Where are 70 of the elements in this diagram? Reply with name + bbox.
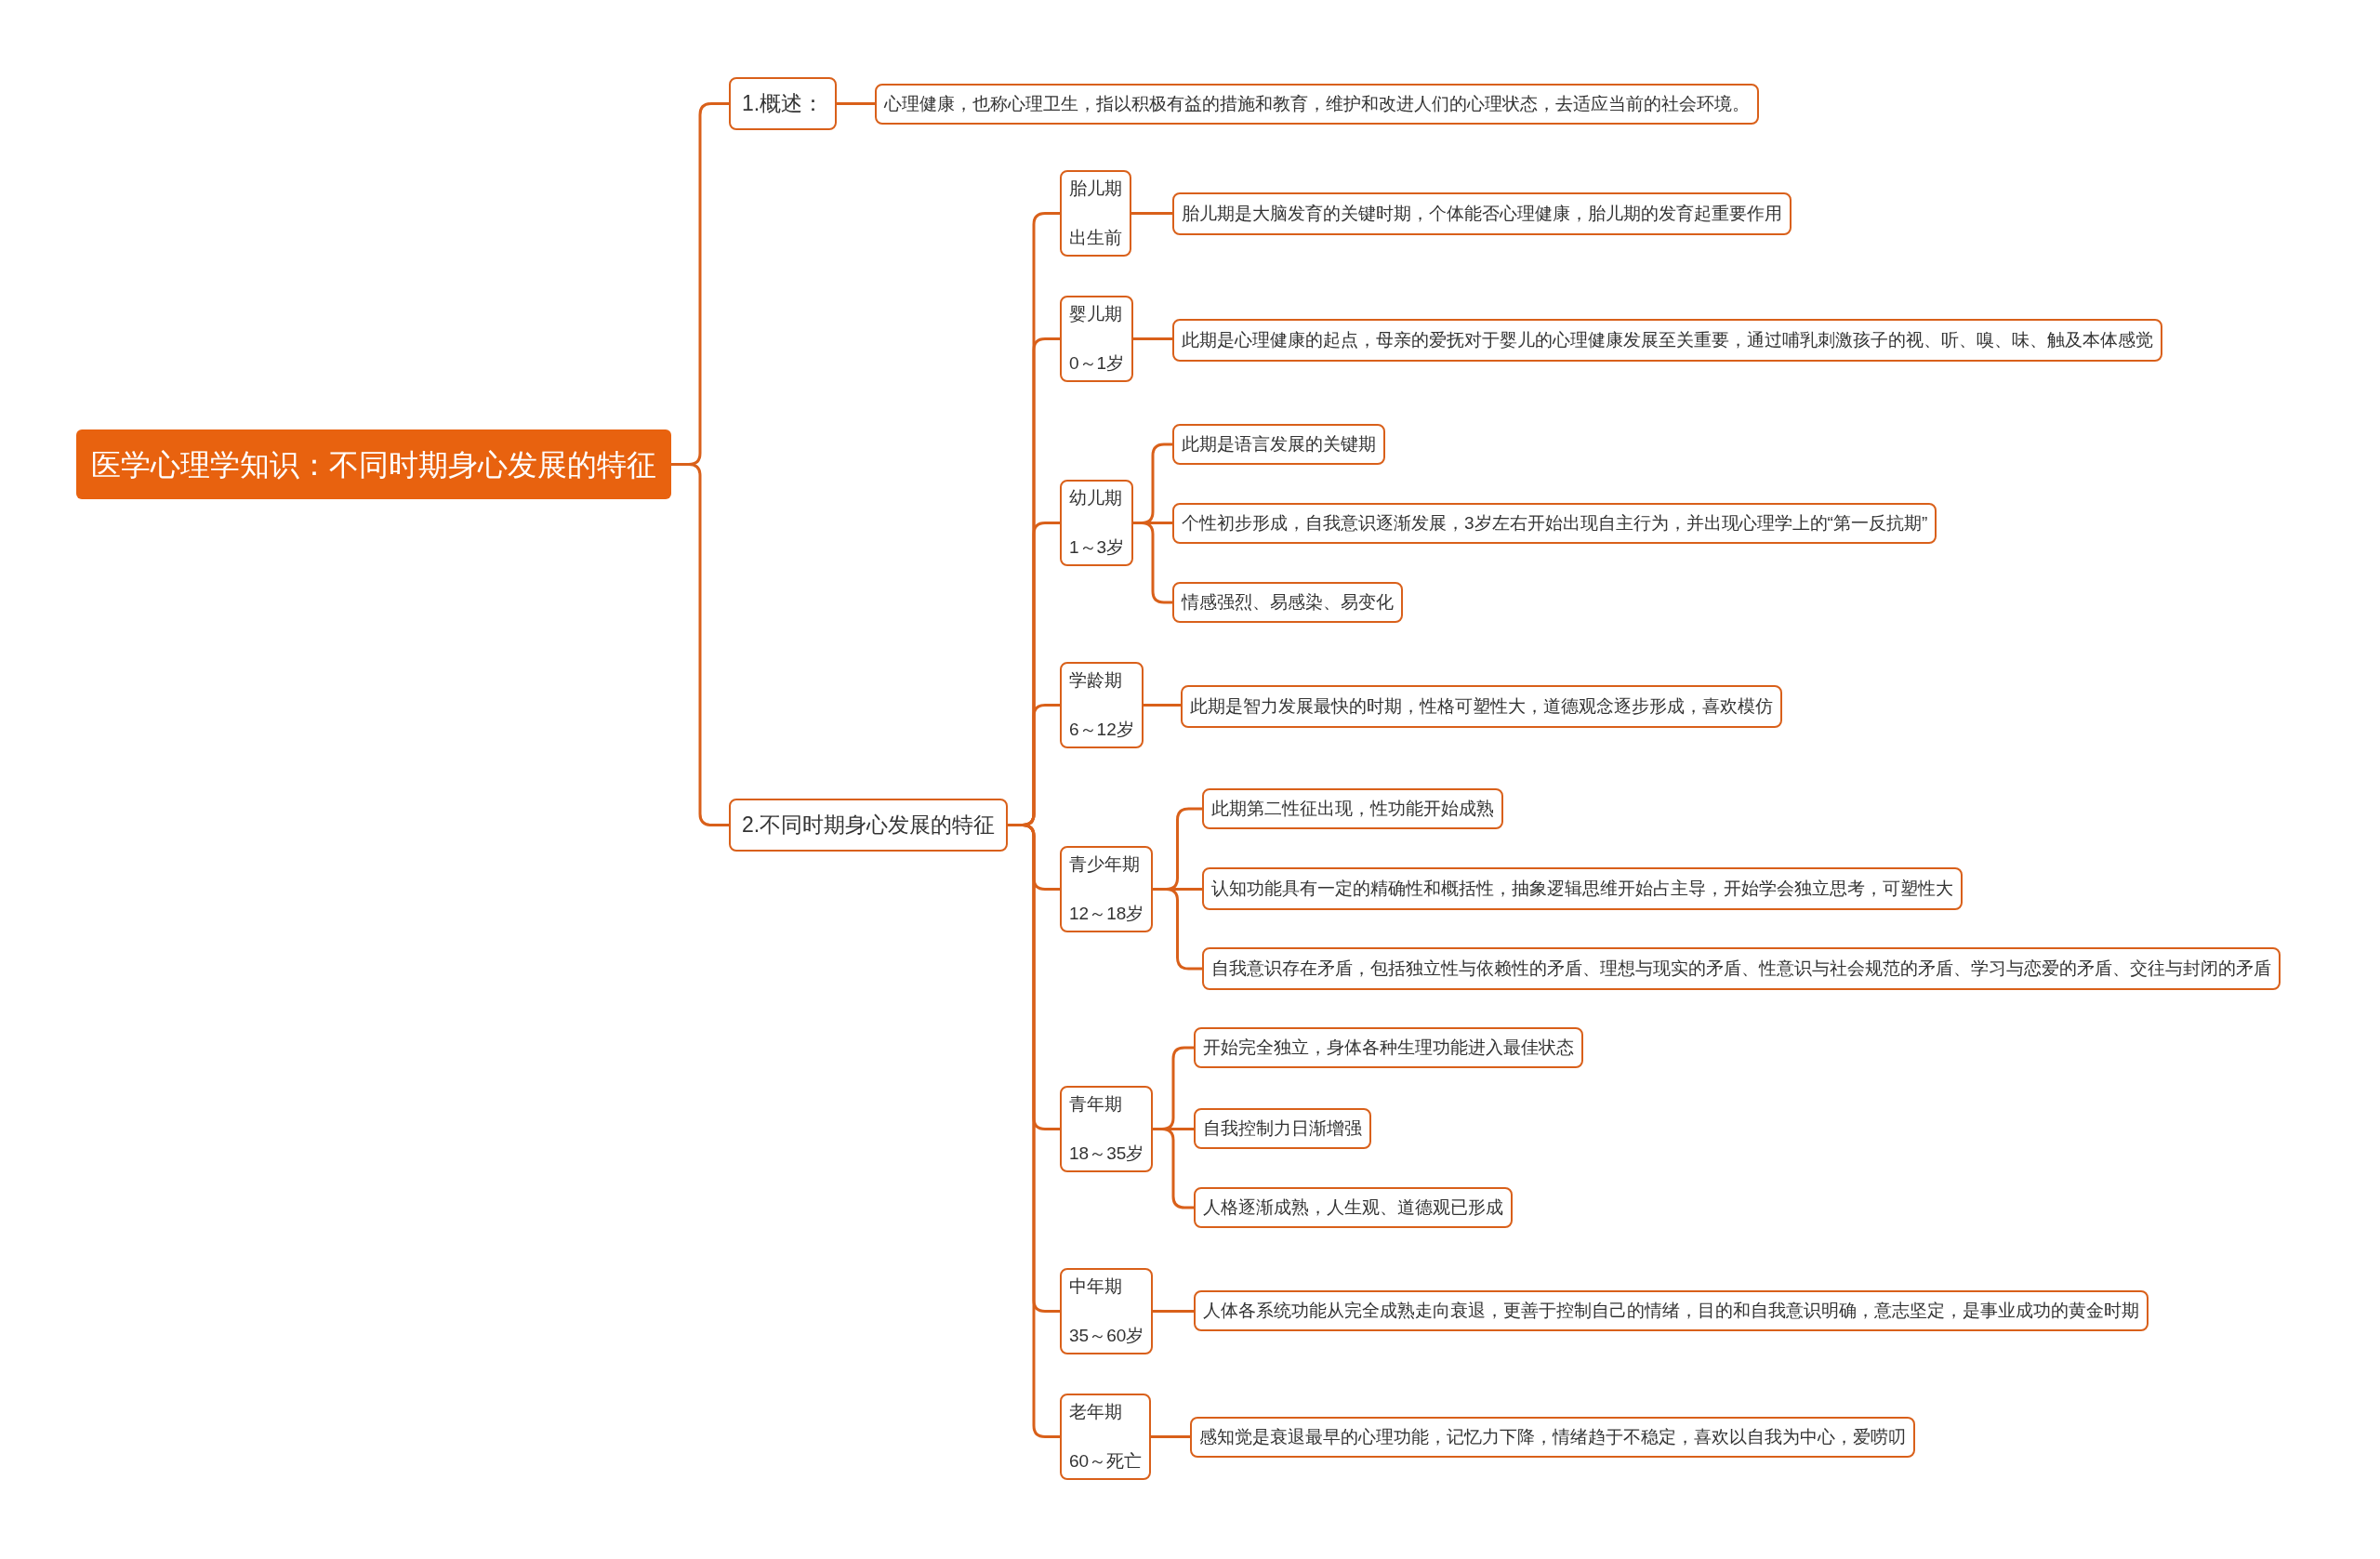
detail-topic bbox=[875, 84, 1759, 125]
topic-text: 0～1岁 bbox=[1069, 351, 1125, 375]
topic-text: 35～60岁 bbox=[1069, 1324, 1144, 1347]
detail-topic bbox=[1202, 867, 1963, 910]
topic-text: 18～35岁 bbox=[1069, 1142, 1144, 1165]
topic-text: 1～3岁 bbox=[1069, 535, 1125, 559]
connector-line bbox=[1131, 212, 1172, 215]
stage-topic bbox=[1060, 480, 1134, 566]
connector-line bbox=[1153, 888, 1202, 971]
central-topic bbox=[76, 429, 671, 499]
topic-text: 医学心理学知识：不同时期身心发展的特征 bbox=[91, 446, 656, 483]
topic-text: 自我意识存在矛盾，包括独立性与依赖性的矛盾、理想与现实的矛盾、性意识与社会规范的矛盾、学习与恋爱的矛盾、交往与封闭的矛盾 bbox=[1211, 957, 2271, 980]
stage-topic bbox=[1060, 662, 1144, 748]
connector-line bbox=[1133, 337, 1172, 340]
topic-text: 个性初步形成，自我意识逐渐发展，3岁左右开始出现自主行为，并出现心理学上的“第一反抗期” bbox=[1182, 511, 1928, 535]
detail-topic bbox=[1194, 1290, 2149, 1331]
detail-topic bbox=[1190, 1417, 1915, 1458]
topic-text: 出生前 bbox=[1069, 226, 1122, 249]
topic-text: 幼儿期 bbox=[1069, 487, 1122, 509]
detail-topic bbox=[1172, 319, 2162, 362]
topic-text: 1.概述： bbox=[742, 90, 825, 118]
topic-text: 认知功能具有一定的精确性和概括性，抽象逻辑思维开始占主导，开始学会独立思考，可塑性大 bbox=[1211, 877, 1953, 900]
topic-text: 此期第二性征出现，性功能开始成熟 bbox=[1211, 797, 1494, 820]
detail-topic bbox=[1194, 1108, 1371, 1149]
topic-text: 老年期 bbox=[1069, 1401, 1122, 1423]
stage-topic bbox=[1060, 296, 1134, 382]
connector-line bbox=[1144, 704, 1181, 707]
topic-text: 开始完全独立，身体各种生理功能进入最佳状态 bbox=[1203, 1036, 1574, 1059]
detail-topic bbox=[1172, 424, 1385, 465]
topic-text: 学龄期 bbox=[1069, 669, 1122, 692]
topic-text: 60～死亡 bbox=[1069, 1449, 1143, 1473]
topic-text: 此期是智力发展最快的时期，性格可塑性大，道德观念逐步形成，喜欢模仿 bbox=[1190, 694, 1773, 718]
topic-text: 青少年期 bbox=[1069, 853, 1140, 876]
connector-line bbox=[1153, 1128, 1194, 1209]
connector-line bbox=[1133, 522, 1172, 604]
topic-text: 中年期 bbox=[1069, 1275, 1122, 1298]
connector-line bbox=[1153, 1310, 1194, 1313]
topic-text: 此期是心理健康的起点，母亲的爱抚对于婴儿的心理健康发展至关重要，通过哺乳刺激孩子的视、听、嗅、味、触及本体感觉 bbox=[1182, 328, 2153, 351]
connector-line bbox=[671, 463, 729, 826]
connector-line bbox=[837, 102, 875, 105]
topic-text: 自我控制力日渐增强 bbox=[1203, 1116, 1362, 1140]
stage-topic bbox=[1060, 170, 1131, 257]
detail-topic bbox=[1172, 503, 1937, 544]
stage-topic bbox=[1060, 1086, 1154, 1172]
detail-topic bbox=[1194, 1027, 1583, 1068]
topic-text: 此期是语言发展的关键期 bbox=[1182, 432, 1376, 456]
stage-topic bbox=[1060, 846, 1154, 932]
topic-text: 2.不同时期身心发展的特征 bbox=[742, 812, 996, 839]
detail-topic bbox=[1172, 192, 1792, 235]
topic-text: 6～12岁 bbox=[1069, 718, 1134, 741]
branch-topic bbox=[729, 799, 1009, 852]
topic-text: 情感强烈、易感染、易变化 bbox=[1182, 590, 1394, 614]
detail-topic bbox=[1194, 1187, 1513, 1228]
topic-text: 胎儿期 bbox=[1069, 178, 1122, 200]
detail-topic bbox=[1202, 788, 1503, 829]
topic-text: 12～18岁 bbox=[1069, 902, 1144, 925]
branch-topic bbox=[729, 77, 838, 130]
topic-text: 胎儿期是大脑发育的关键时期，个体能否心理健康，胎儿期的发育起重要作用 bbox=[1182, 202, 1782, 225]
topic-text: 人体各系统功能从完全成熟走向衰退，更善于控制自己的情绪，目的和自我意识明确，意志坚定，是事业成功的黄金时期 bbox=[1203, 1299, 2139, 1322]
stage-topic bbox=[1060, 1268, 1154, 1354]
topic-text: 婴儿期 bbox=[1069, 303, 1122, 325]
topic-text: 感知觉是衰退最早的心理功能，记忆力下降，情绪趋于不稳定，喜欢以自我为中心，爱唠叨 bbox=[1199, 1425, 1906, 1448]
topic-text: 心理健康，也称心理卫生，指以积极有益的措施和教育，维护和改进人们的心理状态，去适应当前的社会环境。 bbox=[884, 92, 1750, 115]
detail-topic bbox=[1172, 582, 1403, 623]
topic-text: 青年期 bbox=[1069, 1093, 1122, 1116]
connector-line bbox=[1151, 1435, 1190, 1438]
detail-topic bbox=[1181, 685, 1782, 728]
detail-topic bbox=[1202, 947, 2281, 990]
topic-text: 人格逐渐成熟，人生观、道德观已形成 bbox=[1203, 1196, 1503, 1219]
stage-topic bbox=[1060, 1394, 1152, 1480]
